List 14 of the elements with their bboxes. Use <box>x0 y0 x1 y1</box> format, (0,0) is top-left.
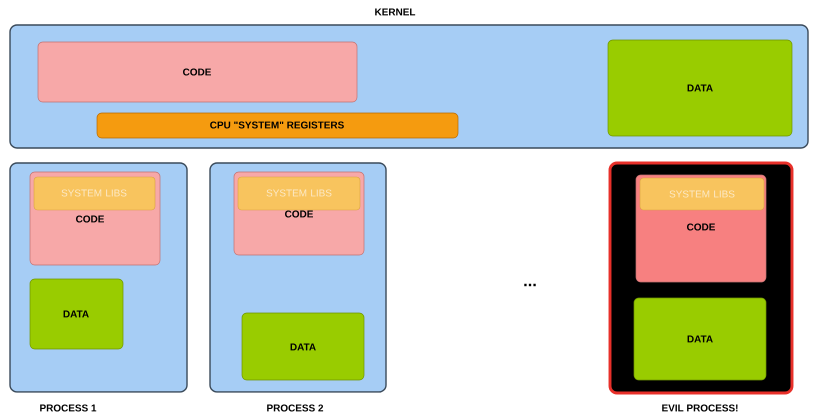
libs-box: SYSTEM LIBS <box>34 176 156 210</box>
node-label: PROCESS 2 <box>267 404 324 412</box>
data-box: DATA <box>30 278 124 350</box>
data-box: DATA <box>634 298 766 380</box>
data-box: DATA <box>608 40 792 136</box>
node-label: PROCESS 1 <box>40 404 96 412</box>
registers-box: CPU "SYSTEM" REGISTERS <box>96 112 458 138</box>
code-box: CODE <box>38 42 358 102</box>
node-label: KERNEL <box>375 8 416 16</box>
data-box: DATA <box>242 312 364 380</box>
libs-box: SYSTEM LIBS <box>238 176 360 210</box>
ellipsis: ... <box>524 284 536 286</box>
node-label: EVIL PROCESS! <box>662 404 738 412</box>
libs-box: SYSTEM LIBS <box>640 178 764 210</box>
